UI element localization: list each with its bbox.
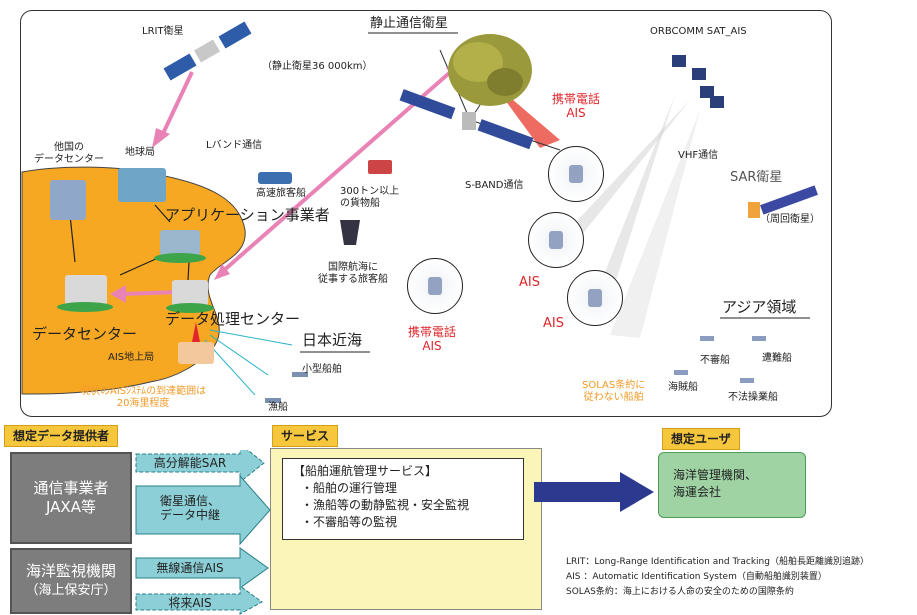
ship-icons [258,160,766,403]
service-item: ・漁船等の動静監視・安全監視 [301,498,470,512]
ais-circle-3 [567,270,623,326]
orbcomm-satellites-icon [672,55,724,108]
future-ais-arrow-label: 将来AIS [168,596,212,610]
provider-header: 想定データ提供者 [4,425,119,447]
building-icons [50,168,214,364]
ais-ground-station-label: AIS地上局 [108,352,155,363]
mobile-phone-ais-bottom-label: 携帯電話 AIS [408,325,457,353]
sar-satellite-label: SAR衛星 [730,170,783,185]
diagram-graphics [21,21,818,403]
intl-passenger-ship-label: 国際航海に 従事する旅客船 [318,262,388,285]
pirate-ship-label: 海賊船 [668,382,698,393]
service-header: サービス [272,425,339,447]
sar-arrow [135,450,265,484]
ais-circle-2 [528,212,584,268]
service-item: ・不審船等の監視 [301,515,398,529]
data-processing-center-label: データ処理センター [165,310,301,328]
lrit-satellite-icon [163,21,252,81]
radio-ais-arrow [135,547,269,589]
geo-satellite-icon [448,34,532,106]
service-to-user-arrow [534,472,654,512]
footnote-lrit: LRIT：Long-Range Identification and Track… [566,557,869,567]
asia-region-label: アジア領域 [722,298,797,316]
vhf-beam-3 [610,110,700,338]
sar-arrow-label: 高分解能SAR [153,456,227,470]
polar-orbit-label: （周回衛星） [760,214,820,225]
other-data-center-label: 他国の データセンター [34,142,104,165]
distressed-ship-label: 遭難船 [762,353,792,364]
lband-label: Lバンド通信 [206,140,263,151]
small-vessel-label: 小型船舶 [302,364,342,375]
cargo-ship-label: 300トン以上 の貨物船 [340,186,400,209]
service-item: ・船舶の運行管理 [301,481,398,495]
vhf-beam [590,95,675,315]
user-header: 想定ユーザ [662,428,740,450]
provider-telecom-box: 通信事業者 JAXA等 [10,452,132,544]
earth-station-label: 地球局 [125,147,155,158]
suspicious-ship-label: 不審船 [700,355,730,366]
fishing-boat-label: 漁船 [268,402,288,413]
footnote-ais: AIS ：Automatic Identification System（自動船… [566,572,827,582]
user-box: 海洋管理機関、 海運会社 [658,452,806,518]
vhf-beam-2 [545,100,690,262]
service-title: 【船舶運航管理サービス】 [293,464,438,478]
service-detail-box: 【船舶運航管理サービス】 ・船舶の運行管理 ・漁船等の動静監視・安全監視 ・不審… [282,458,524,540]
radio-ais-arrow-label: 無線通信AIS [156,561,224,575]
future-ais-arrow [135,585,263,615]
japan-sea-label: 日本近海 [302,331,363,349]
ais-range-label: 現状のAISｼｽﾃﾑの到達範囲は 20海里程度 [80,386,207,409]
app-provider-label: アプリケーション事業者 [165,206,330,224]
ais-label-2: AIS [543,316,564,331]
footnote-solas: SOLAS条約：海上における人命の安全のための国際条約 [566,587,794,597]
illegal-fishing-label: 不法操業船 [728,392,778,403]
sband-satellite-icon [399,89,534,150]
mobile-phone-ais-top-label: 携帯電話 AIS [552,92,601,120]
satcom-arrow [135,474,271,546]
vhf-label: VHF通信 [678,150,719,161]
sband-label: S-BAND通信 [465,180,524,191]
lrit-satellite-label: LRIT衛星 [142,26,184,37]
satcom-arrow-label: 衛星通信、 データ中継 [159,494,220,522]
provider-arrows [135,450,271,615]
geo-altitude-label: （静止衛星36 000km） [262,61,373,72]
ais-label-1: AIS [519,275,540,290]
orbcomm-label: ORBCOMM SAT_AIS [650,26,747,37]
ais-circle-4 [407,258,463,314]
provider-maritime-box: 海洋監視機関 （海上保安庁） [10,548,132,614]
geo-comm-satellite-label: 静止通信衛星 [370,16,449,31]
sar-satellite-icon [748,185,818,218]
solas-noncompliant-label: SOLAS条約に 従わない船舶 [582,380,646,403]
high-speed-ship-label: 高速旅客船 [256,188,306,199]
data-center-label: データセンター [32,325,138,343]
ais-circle-1 [548,146,604,202]
